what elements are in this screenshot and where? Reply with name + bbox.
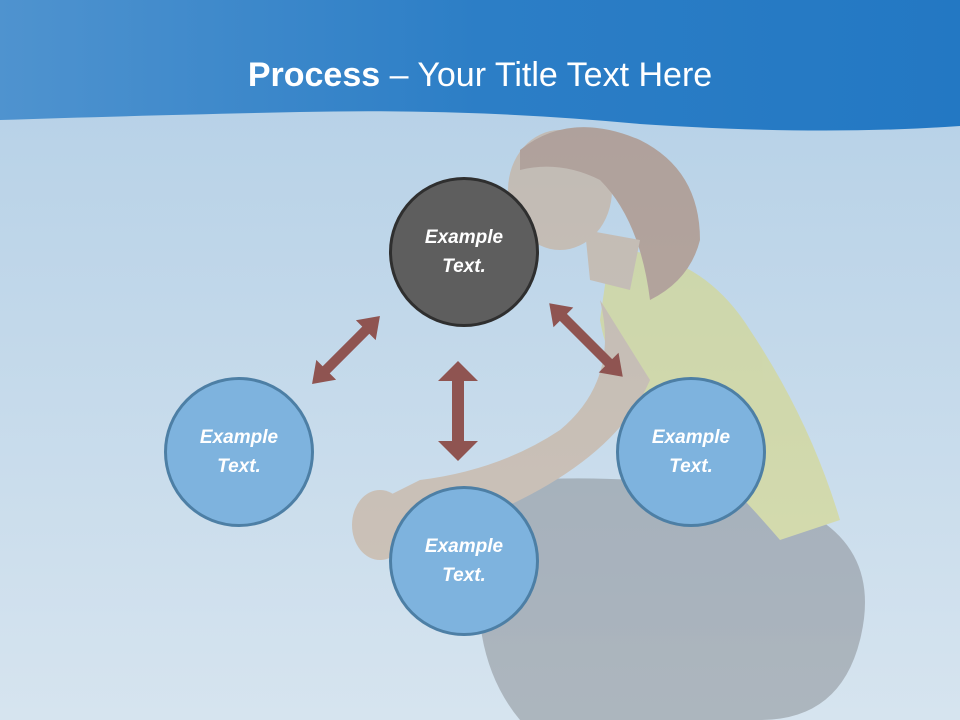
- title-rest: – Your Title Text Here: [380, 56, 713, 94]
- double-headed-arrow-icon: [549, 303, 623, 377]
- title-bold: Process: [247, 56, 381, 94]
- process-node-top: Example Text.: [389, 177, 539, 327]
- double-headed-arrow-icon: [312, 316, 380, 384]
- double-headed-arrow-icon: [438, 361, 478, 461]
- node-label: Example Text.: [424, 536, 504, 586]
- process-node-right: Example Text.: [616, 377, 766, 527]
- node-label: Example Text.: [651, 427, 731, 477]
- node-label: Example Text.: [199, 427, 279, 477]
- process-node-bottom: Example Text.: [389, 486, 539, 636]
- process-node-left: Example Text.: [164, 377, 314, 527]
- slide-title: Process – Your Title Text Here: [0, 52, 960, 98]
- node-label: Example Text.: [424, 227, 504, 277]
